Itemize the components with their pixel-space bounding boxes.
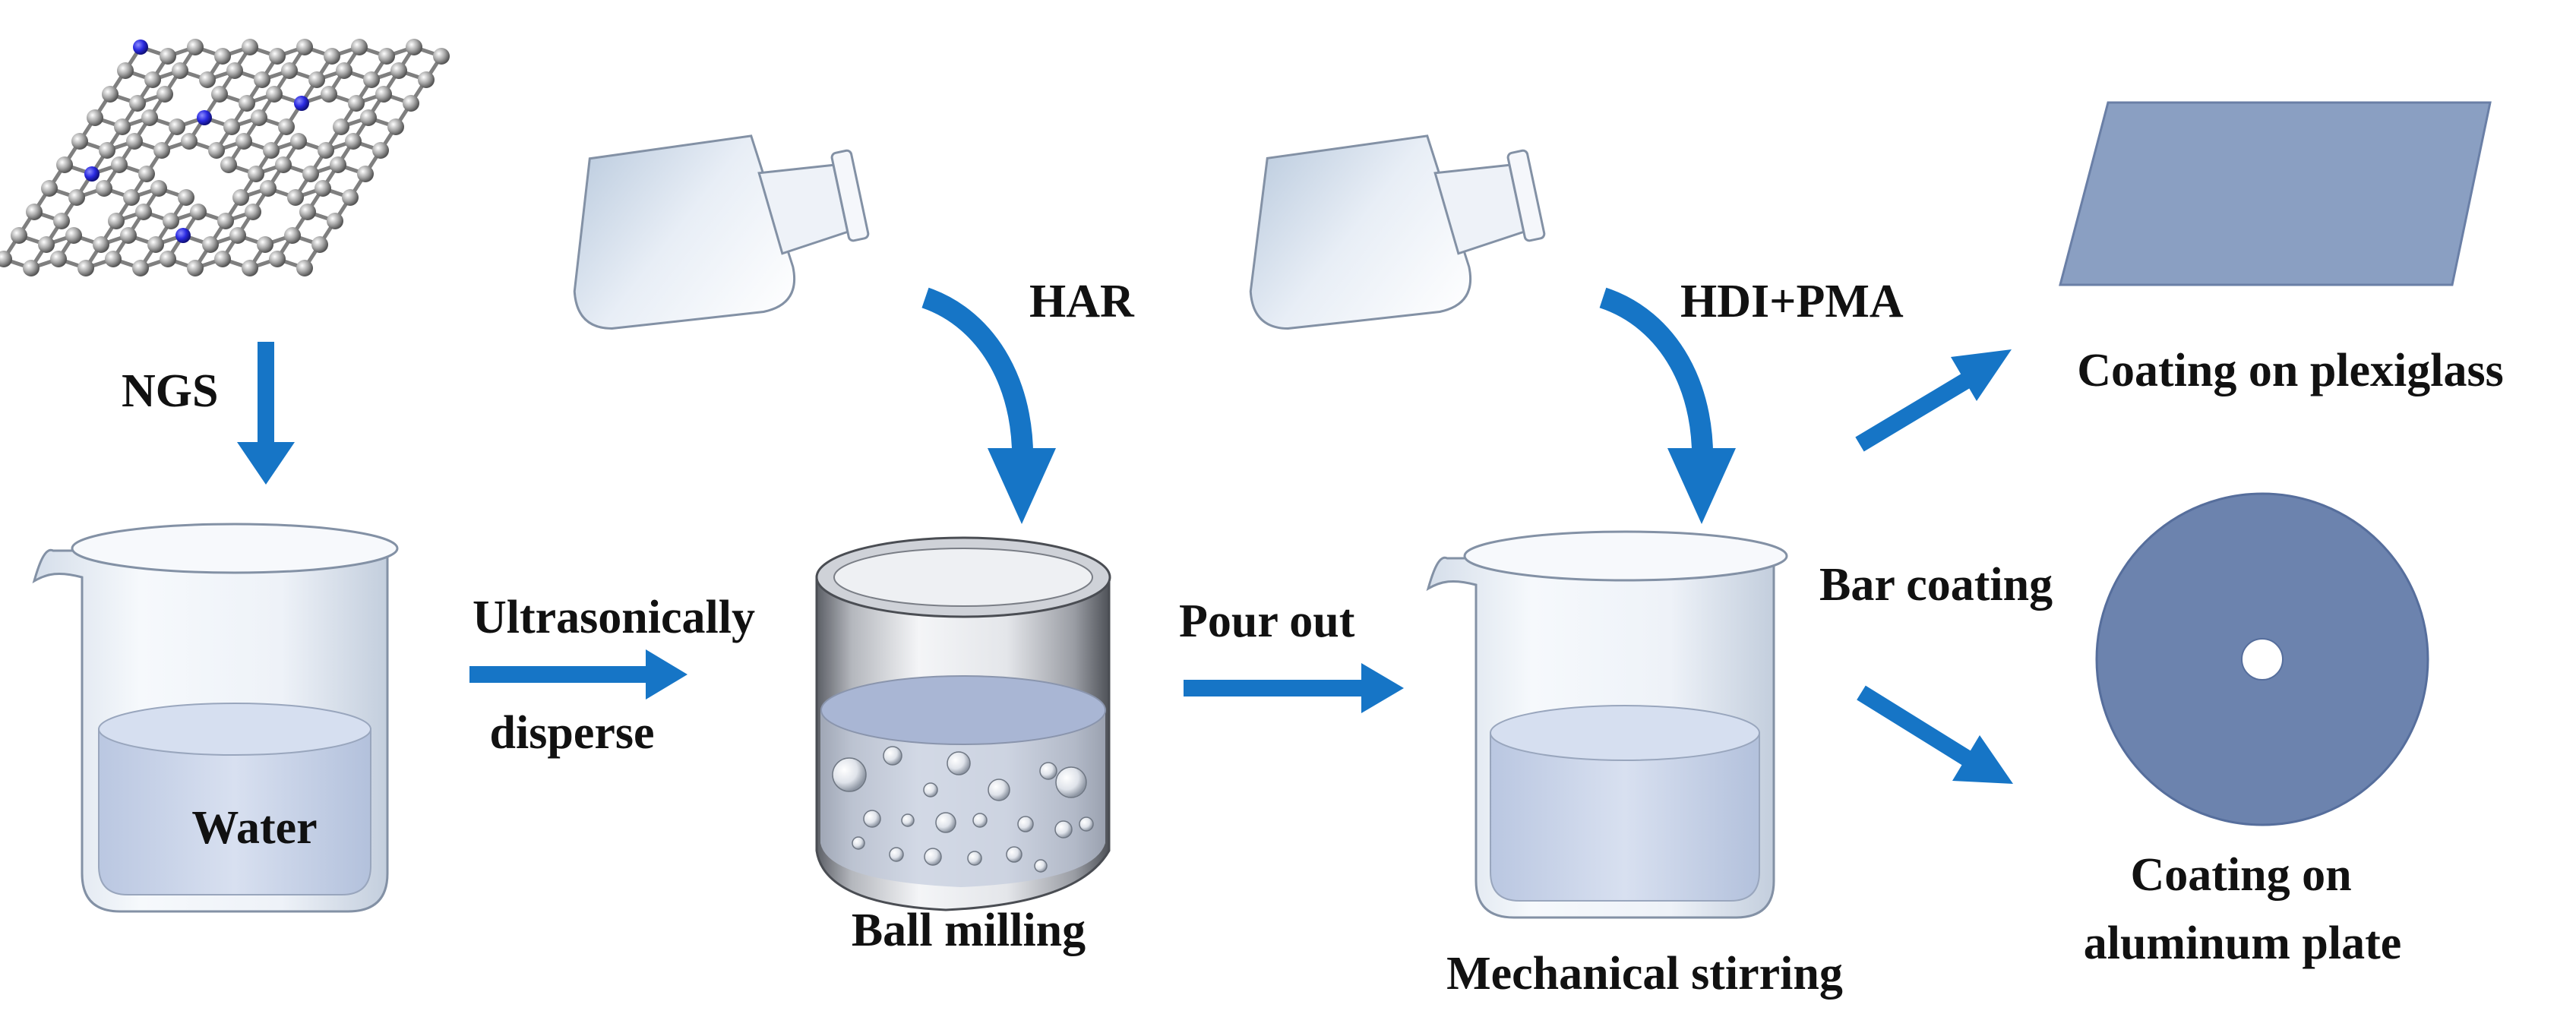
ball-milling-label: Ball milling [852,905,1086,956]
n-doped-graphene-sheet-icon [0,39,450,276]
aluminum-disc-icon [2095,492,2429,826]
coating-aluminum-label-line2: aluminum plate [2084,918,2402,969]
water-label: Water [191,802,317,854]
ngs-label: NGS [122,365,218,417]
up-right-arrow-icon [1855,349,2012,452]
curved-arrow-icon [1599,287,1714,480]
down-right-arrow-icon [1857,685,2013,784]
down-arrow-icon [237,342,295,485]
coating-plexiglass-label: Coating on plexiglass [2077,345,2504,396]
ultrasonic-label-line1: Ultrasonically [473,592,755,643]
milling-balls [832,746,1094,873]
beaker-icon [1426,530,1788,919]
right-arrow-icon [469,649,687,700]
arrow-head-icon [1667,448,1736,524]
hdi-pma-label: HDI+PMA [1680,276,1904,327]
plexiglass-sheet-icon [2059,101,2492,286]
curved-arrow-icon [921,287,1034,480]
coating-aluminum-label-line1: Coating on [2130,849,2351,901]
conical-flask-icon [1249,134,1546,330]
mechanical-stirring-label: Mechanical stirring [1446,948,1843,1000]
right-arrow-icon [1184,663,1404,713]
ball-mill-jar-icon [815,536,1111,911]
beaker-icon [32,523,399,913]
har-label: HAR [1029,276,1135,327]
conical-flask-icon [573,134,870,330]
ultrasonic-label-line2: disperse [490,707,655,759]
bar-coating-label: Bar coating [1819,559,2053,611]
arrow-head-icon [988,448,1056,524]
pour-out-label: Pour out [1179,595,1355,647]
